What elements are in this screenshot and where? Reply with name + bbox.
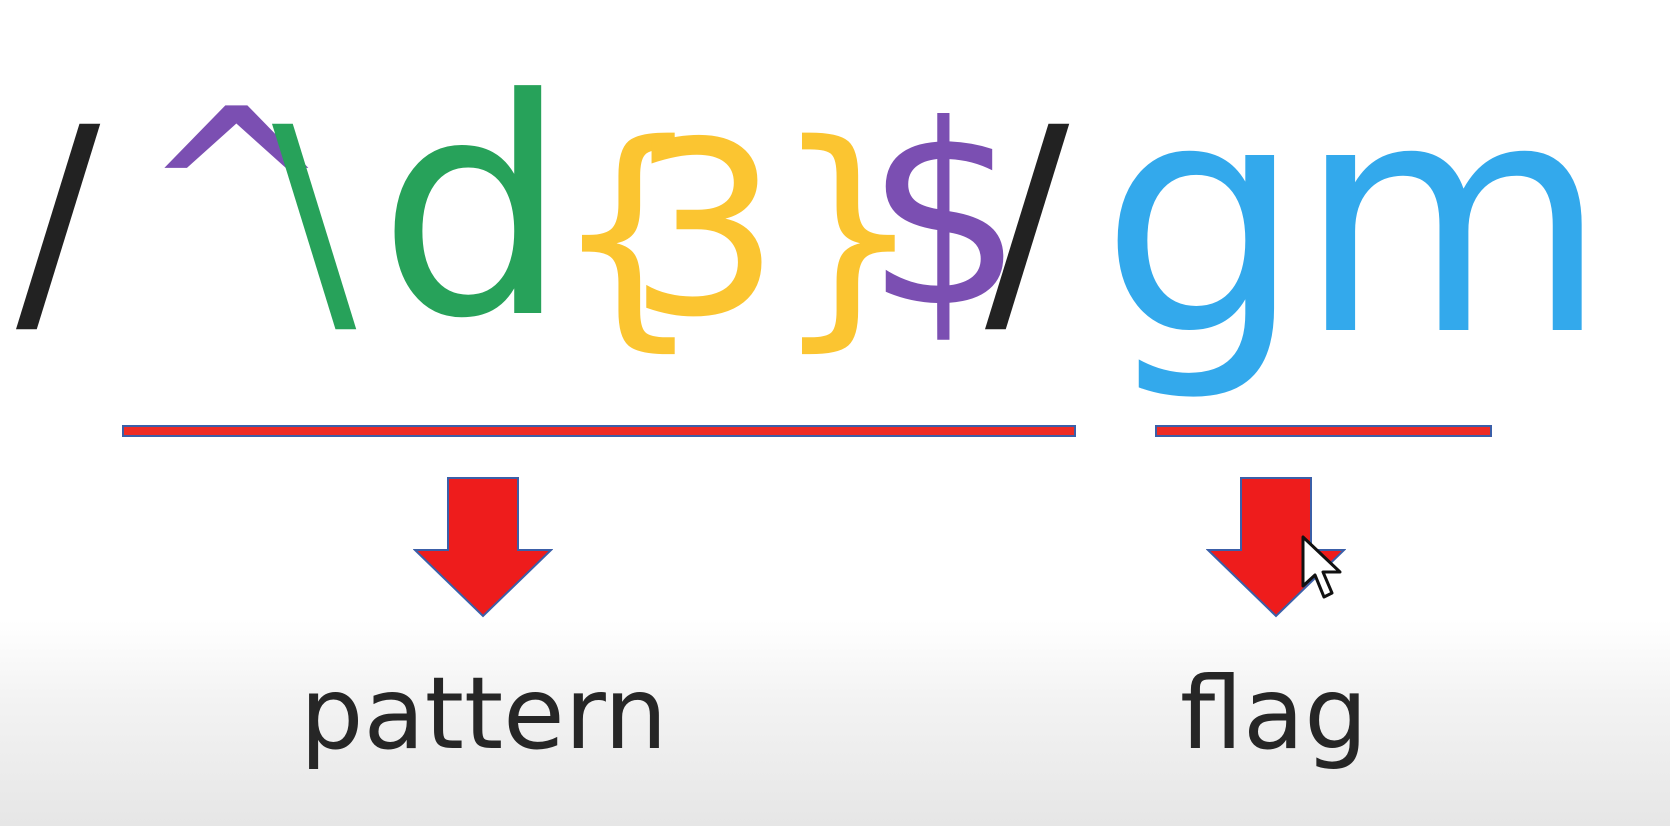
regex-close-slash: / xyxy=(985,74,1070,365)
regex-quantifier-close-brace: } xyxy=(772,92,925,372)
regex-backslash: \ xyxy=(272,74,357,365)
regex-flags: gm xyxy=(1100,34,1609,406)
pattern-underline xyxy=(122,425,1076,437)
pattern-label: pattern xyxy=(300,655,668,772)
pattern-arrow-shape xyxy=(413,477,553,618)
down-arrow-icon xyxy=(413,477,553,618)
regex-quantifier-open-brace: { xyxy=(552,92,705,372)
regex-open-slash: / xyxy=(16,74,101,365)
regex-start-anchor: ^ xyxy=(140,61,333,328)
regex-end-anchor: $ xyxy=(865,71,1025,362)
regex-digit-class: d xyxy=(378,35,569,384)
flag-underline xyxy=(1155,425,1492,437)
regex-quantifier-count: 3 xyxy=(628,90,781,370)
flag-label: flag xyxy=(1180,655,1368,772)
regex-expression: / ^ \ d { 3 } $ / gm xyxy=(0,0,1670,406)
mouse-pointer-icon xyxy=(1301,535,1342,599)
